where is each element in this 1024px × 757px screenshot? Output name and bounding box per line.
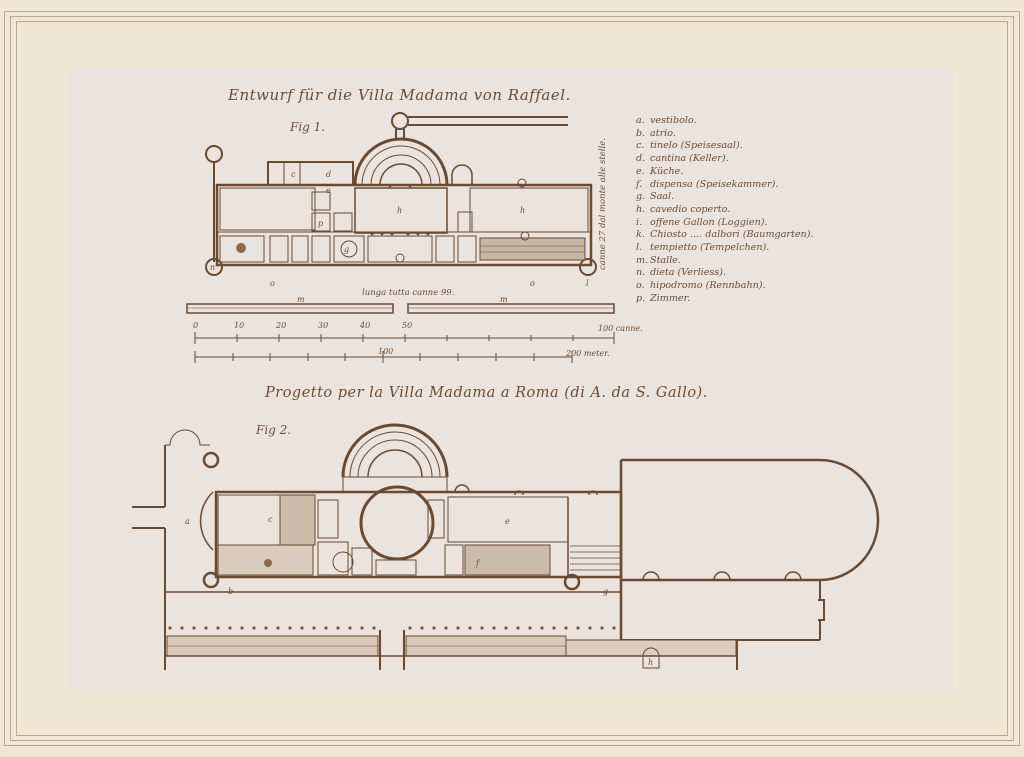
outer-frame <box>4 11 1020 746</box>
fig1-label-p: p <box>318 219 323 228</box>
scale-meter-mid: 100 <box>378 347 393 356</box>
fig2-round-court <box>359 485 435 561</box>
title-bottom: Progetto per la Villa Madama a Roma (di … <box>265 385 708 401</box>
fig1-stable-right <box>407 303 615 314</box>
legend: a.vestibolo. b.atrio. c.tinelo (Speisesa… <box>636 115 814 306</box>
fig1-corner-tower-right <box>579 258 597 276</box>
fig1-corner-tower-left <box>205 258 223 276</box>
legend-item: k.Chiosto .... dalbori (Baumgarten). <box>636 229 814 241</box>
fig2-label-e: e <box>505 517 510 526</box>
fig1-label-l: l <box>586 279 589 288</box>
fig1-label-c: c <box>291 170 296 179</box>
legend-item: c.tinelo (Speisesaal). <box>636 140 743 152</box>
outer-frame-inner <box>10 16 1014 741</box>
fig1-label-m2: m <box>500 295 508 304</box>
legend-item: d.cantina (Keller). <box>636 153 729 165</box>
fig2-label-c: c <box>268 515 273 524</box>
legend-item: n.dieta (Verliess). <box>636 267 727 279</box>
scale-tick-50: 50 <box>402 321 412 330</box>
inner-frame <box>16 21 1008 736</box>
fig2-label-a: a <box>185 517 190 526</box>
fig2-theatre <box>341 423 449 478</box>
scale-tick-10: 10 <box>234 321 244 330</box>
length-note: lunga tutta canne 99. <box>362 288 455 298</box>
legend-item: p.Zimmer. <box>636 292 691 304</box>
fig1-plan <box>205 112 597 276</box>
legend-item: g.Saal. <box>636 191 675 203</box>
scale-bars <box>194 332 615 363</box>
fig2-label: Fig 2. <box>256 423 292 437</box>
fig2-column-row <box>168 626 616 630</box>
fig1-label-n: n <box>210 263 215 272</box>
fig1-main-block <box>215 183 593 267</box>
title-top: Entwurf für die Villa Madama von Raffael… <box>228 86 571 104</box>
fig1-label-o2: o <box>530 279 535 288</box>
fig2-hippodrome <box>621 458 880 582</box>
legend-item: l.tempietto (Tempelchen). <box>636 242 770 254</box>
legend-item: f.dispensa (Speisekammer). <box>636 178 779 190</box>
fig2-label-b: b <box>228 587 233 596</box>
legend-item: b.atrio. <box>636 127 676 139</box>
scale-tick-30: 30 <box>318 321 328 330</box>
fig1-stable-left <box>186 303 394 314</box>
fig2-label-h: h <box>648 658 653 667</box>
fig2-plan <box>132 423 880 670</box>
fig1-theatre <box>353 137 449 186</box>
legend-item: a.vestibolo. <box>636 115 697 126</box>
fig1-label: Fig 1. <box>290 120 326 134</box>
fig1-corner-tower-top <box>205 145 223 163</box>
fig1-label-h1: h <box>397 206 402 215</box>
legend-item: e.Küche. <box>636 165 684 177</box>
legend-item: h.cavedio coperto. <box>636 203 731 215</box>
fig1-label-h2: h <box>520 206 525 215</box>
scale-tick-20: 20 <box>275 321 286 330</box>
scale-canne-end: 100 canne. <box>598 324 643 333</box>
fig2-label-g: g <box>603 587 608 596</box>
fig2-label-f: f <box>475 559 481 568</box>
fig1-label-g: g <box>344 245 349 254</box>
scale-tick-40: 40 <box>359 321 370 330</box>
scale-tick-0: 0 <box>193 321 198 330</box>
fig1-label-d: d <box>326 170 331 179</box>
legend-item: m.Stalle. <box>636 254 682 266</box>
scale-meter-end: 200 meter. <box>565 349 610 358</box>
legend-item: o.hipodromo (Rennbahn). <box>636 280 766 292</box>
fig1-label-o1: o <box>270 279 275 288</box>
fig1-label-e: e <box>326 186 331 195</box>
legend-item: i.offene Gallon (Loggien). <box>636 216 768 228</box>
fig1-label-m1: m <box>297 295 305 304</box>
